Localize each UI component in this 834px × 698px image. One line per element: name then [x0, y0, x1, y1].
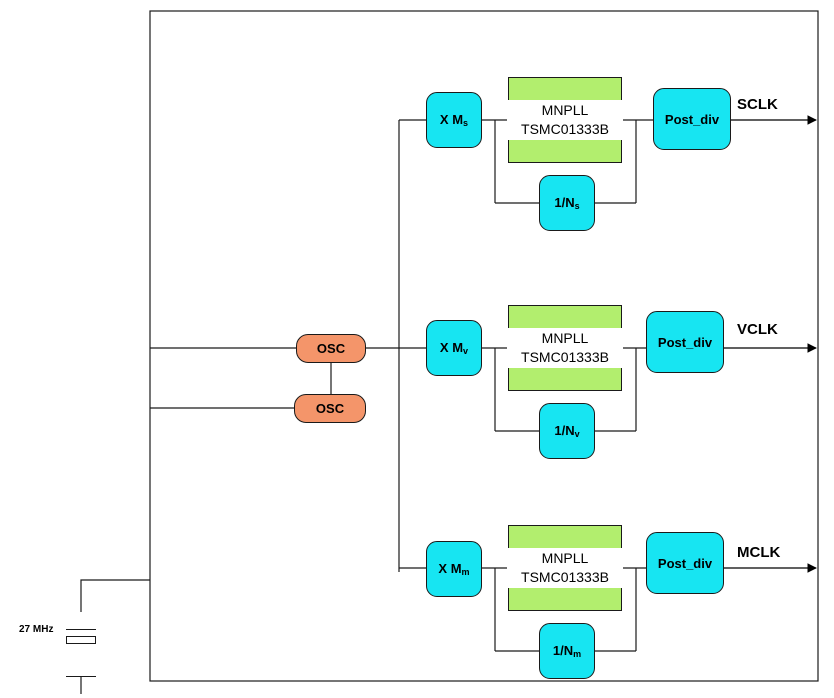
- osc-block-secondary: OSC: [294, 394, 366, 423]
- post-div-label: Post_div: [664, 111, 720, 127]
- output-label: SCLK: [737, 96, 778, 113]
- mnpll-block: MNPLL TSMC01333B: [507, 77, 623, 163]
- pll-part: TSMC01333B: [521, 569, 609, 585]
- pll-part: TSMC01333B: [521, 349, 609, 365]
- divider-label: 1/Nv: [554, 423, 580, 439]
- post-div-block: Post_div: [646, 311, 724, 373]
- divider-block: 1/Ns: [539, 175, 595, 231]
- osc-label: OSC: [316, 341, 346, 356]
- multiplier-label: X Ms: [439, 112, 469, 128]
- pll-part: TSMC01333B: [521, 121, 609, 137]
- pll-name: MNPLL: [541, 330, 589, 346]
- pll-name: MNPLL: [541, 550, 589, 566]
- crystal-wire: [80, 579, 150, 612]
- crystal-label: 27 MHz: [19, 624, 54, 635]
- post-div-label: Post_div: [657, 334, 713, 350]
- osc-block-primary: OSC: [296, 334, 366, 363]
- osc-label: OSC: [315, 401, 345, 416]
- post-div-block: Post_div: [646, 532, 724, 594]
- post-div-block: Post_div: [653, 88, 731, 150]
- mnpll-block: MNPLL TSMC01333B: [507, 525, 623, 611]
- output-label: VCLK: [737, 321, 778, 338]
- crystal-top-plate: [66, 629, 96, 630]
- mnpll-text: MNPLL TSMC01333B: [507, 100, 623, 140]
- mnpll-text: MNPLL TSMC01333B: [507, 548, 623, 588]
- multiplier-label: X Mm: [438, 561, 470, 577]
- divider-block: 1/Nv: [539, 403, 595, 459]
- crystal-bottom-plate: [66, 676, 96, 677]
- multiplier-label: X Mv: [439, 340, 469, 356]
- system-boundary: [149, 10, 819, 682]
- post-div-label: Post_div: [657, 555, 713, 571]
- divider-block: 1/Nm: [539, 623, 595, 679]
- mnpll-block: MNPLL TSMC01333B: [507, 305, 623, 391]
- pll-name: MNPLL: [541, 102, 589, 118]
- multiplier-block: X Mm: [426, 541, 482, 597]
- divider-label: 1/Ns: [554, 195, 580, 211]
- divider-label: 1/Nm: [552, 643, 582, 659]
- crystal-body: [66, 636, 96, 644]
- mnpll-text: MNPLL TSMC01333B: [507, 328, 623, 368]
- output-label: MCLK: [737, 544, 781, 561]
- multiplier-block: X Ms: [426, 92, 482, 148]
- multiplier-block: X Mv: [426, 320, 482, 376]
